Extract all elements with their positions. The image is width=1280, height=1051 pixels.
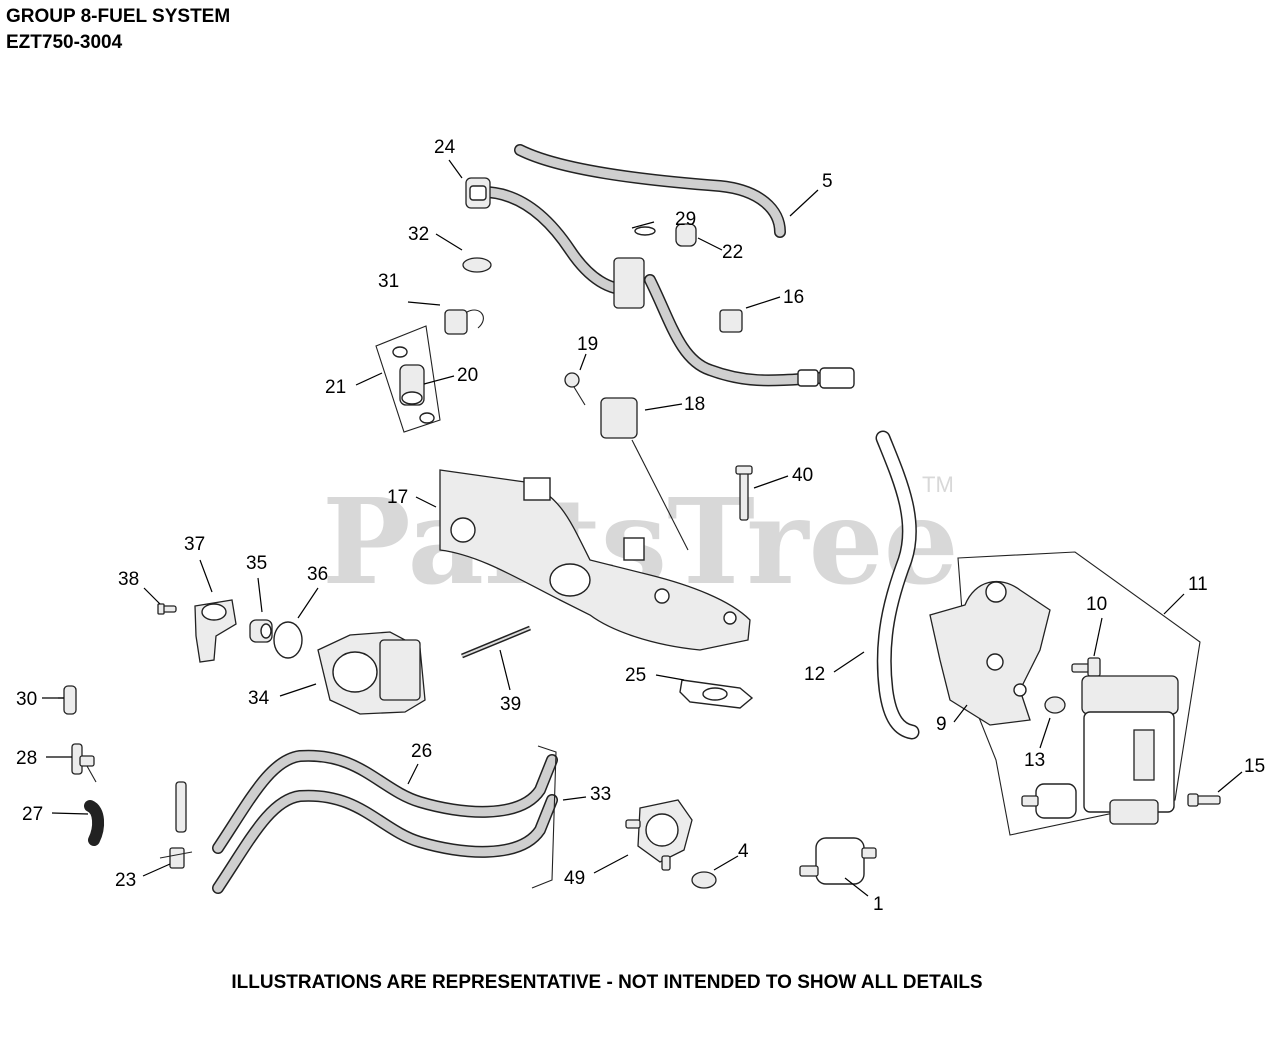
- callout-10[interactable]: 10: [1086, 594, 1107, 615]
- callout-17[interactable]: 17: [387, 487, 408, 508]
- callout-9[interactable]: 9: [936, 714, 947, 735]
- part-19-bolt[interactable]: [564, 372, 586, 406]
- watermark-trademark: TM: [922, 472, 954, 497]
- part-5-fuel-hose[interactable]: [514, 144, 786, 238]
- callout-26[interactable]: 26: [411, 741, 432, 762]
- callout-29[interactable]: 29: [675, 209, 696, 230]
- callout-31[interactable]: 31: [378, 271, 399, 292]
- part-28-check-valve[interactable]: [71, 743, 97, 783]
- part-17-intake-manifold[interactable]: [439, 469, 751, 651]
- callout-22[interactable]: 22: [722, 242, 743, 263]
- part-18-map-sensor[interactable]: [600, 397, 689, 551]
- part-39-stud[interactable]: [461, 625, 531, 659]
- diagram-title: GROUP 8-FUEL SYSTEM: [6, 6, 231, 27]
- callout-49[interactable]: 49: [564, 868, 585, 889]
- callout-40[interactable]: 40: [792, 465, 813, 486]
- part-26-fuel-lines[interactable]: [212, 749, 558, 894]
- part-15-bolt[interactable]: [1187, 793, 1221, 807]
- part-4-clamp[interactable]: [691, 871, 717, 889]
- callout-23[interactable]: 23: [115, 870, 136, 891]
- callout-labels: 1 4 5 9 10 11 12 13 15 16 17 18 19 20 21…: [16, 137, 1265, 915]
- part-21-injector-kit[interactable]: [375, 325, 441, 433]
- callout-19[interactable]: 19: [577, 334, 598, 355]
- callout-16[interactable]: 16: [783, 287, 804, 308]
- part-38-screw[interactable]: [157, 603, 177, 615]
- part-22-sleeve[interactable]: [675, 223, 697, 247]
- leader-lines: [42, 159, 1243, 897]
- callout-27[interactable]: 27: [22, 804, 43, 825]
- part-23-tee-fitting[interactable]: [159, 781, 193, 869]
- callout-1[interactable]: 1: [873, 894, 884, 915]
- part-31-connector[interactable]: [444, 309, 484, 335]
- part-36-o-ring[interactable]: [273, 621, 303, 659]
- part-inline-filter-kit[interactable]: [1021, 783, 1077, 819]
- part-1-fuel-filter[interactable]: [799, 837, 877, 885]
- callout-35[interactable]: 35: [246, 553, 267, 574]
- callout-11[interactable]: 11: [1188, 574, 1208, 595]
- callout-12[interactable]: 12: [804, 664, 825, 685]
- disclaimer-footer: ILLUSTRATIONS ARE REPRESENTATIVE - NOT I…: [231, 972, 983, 993]
- part-30-tube[interactable]: [63, 685, 77, 715]
- part-24-fitting-and-harness[interactable]: [465, 177, 855, 389]
- callout-15[interactable]: 15: [1244, 756, 1265, 777]
- part-40-bolt[interactable]: [735, 465, 753, 521]
- part-20-injector[interactable]: [399, 364, 425, 406]
- part-29-washer[interactable]: [634, 226, 656, 236]
- callout-5[interactable]: 5: [822, 171, 833, 192]
- callout-37[interactable]: 37: [184, 534, 205, 555]
- part-49-fuel-pump[interactable]: [625, 799, 693, 871]
- callout-30[interactable]: 30: [16, 689, 37, 710]
- part-32-clamp[interactable]: [462, 257, 492, 273]
- callout-28[interactable]: 28: [16, 748, 37, 769]
- part-16-clip[interactable]: [719, 309, 743, 333]
- callout-20[interactable]: 20: [457, 365, 478, 386]
- part-37-adapter[interactable]: [194, 599, 237, 663]
- part-25-gasket[interactable]: [679, 679, 754, 709]
- callout-36[interactable]: 36: [307, 564, 328, 585]
- model-number: EZT750-3004: [6, 32, 123, 53]
- part-34-throttle-body[interactable]: [317, 631, 426, 715]
- callout-38[interactable]: 38: [118, 569, 139, 590]
- callout-24[interactable]: 24: [434, 137, 456, 158]
- callout-25[interactable]: 25: [625, 665, 646, 686]
- part-35-spacer[interactable]: [249, 619, 273, 643]
- callout-21[interactable]: 21: [325, 377, 346, 398]
- part-27-elbow[interactable]: [84, 800, 105, 846]
- callout-39[interactable]: 39: [500, 694, 521, 715]
- part-13-clamp[interactable]: [1044, 696, 1066, 714]
- callout-34[interactable]: 34: [248, 688, 270, 709]
- part-33-line-kit-bracket[interactable]: [531, 745, 557, 889]
- part-fuel-pump-module[interactable]: [1081, 675, 1179, 825]
- callout-4[interactable]: 4: [738, 841, 749, 862]
- callout-33[interactable]: 33: [590, 784, 611, 805]
- callout-13[interactable]: 13: [1024, 750, 1045, 771]
- part-12-fuel-hose[interactable]: [875, 430, 920, 740]
- part-10-bolt[interactable]: [1071, 657, 1101, 677]
- callout-32[interactable]: 32: [408, 224, 429, 245]
- callout-18[interactable]: 18: [684, 394, 705, 415]
- part-9-bracket[interactable]: [929, 581, 1051, 726]
